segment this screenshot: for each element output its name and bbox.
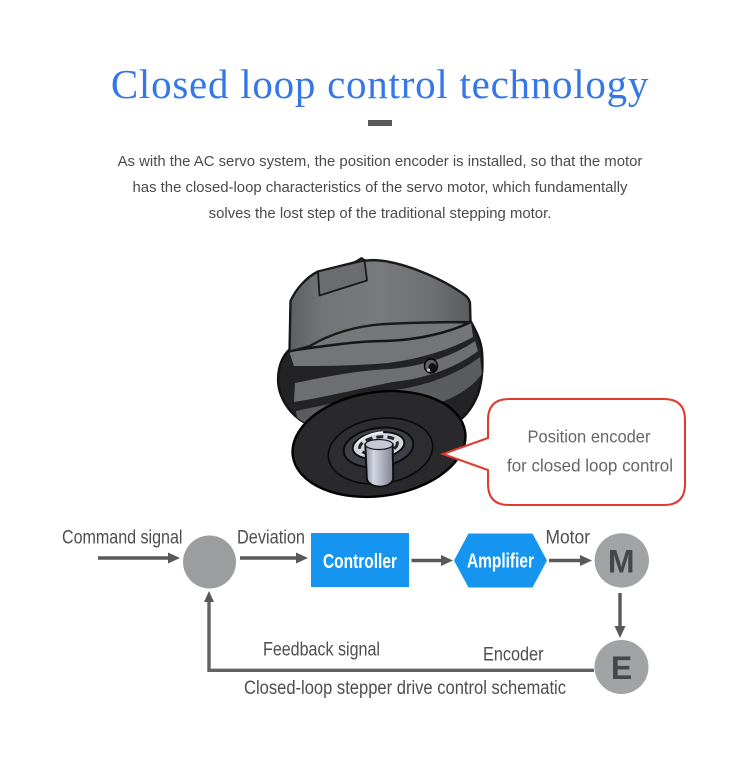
svg-text:M: M [608,544,635,580]
svg-text:Deviation: Deviation [237,528,305,549]
svg-text:Closed-loop stepper drive cont: Closed-loop stepper drive control schema… [244,678,566,699]
svg-text:Position encoder: Position encoder [528,427,651,447]
svg-text:Encoder: Encoder [483,645,544,666]
svg-text:Command signal: Command signal [62,528,183,549]
svg-text:Feedback signal: Feedback signal [263,640,380,661]
svg-text:Motor: Motor [546,528,591,549]
svg-text:for closed loop control: for closed loop control [507,456,673,476]
svg-text:Amplifier: Amplifier [467,550,534,573]
svg-text:Controller: Controller [323,550,397,573]
svg-text:E: E [611,650,632,686]
